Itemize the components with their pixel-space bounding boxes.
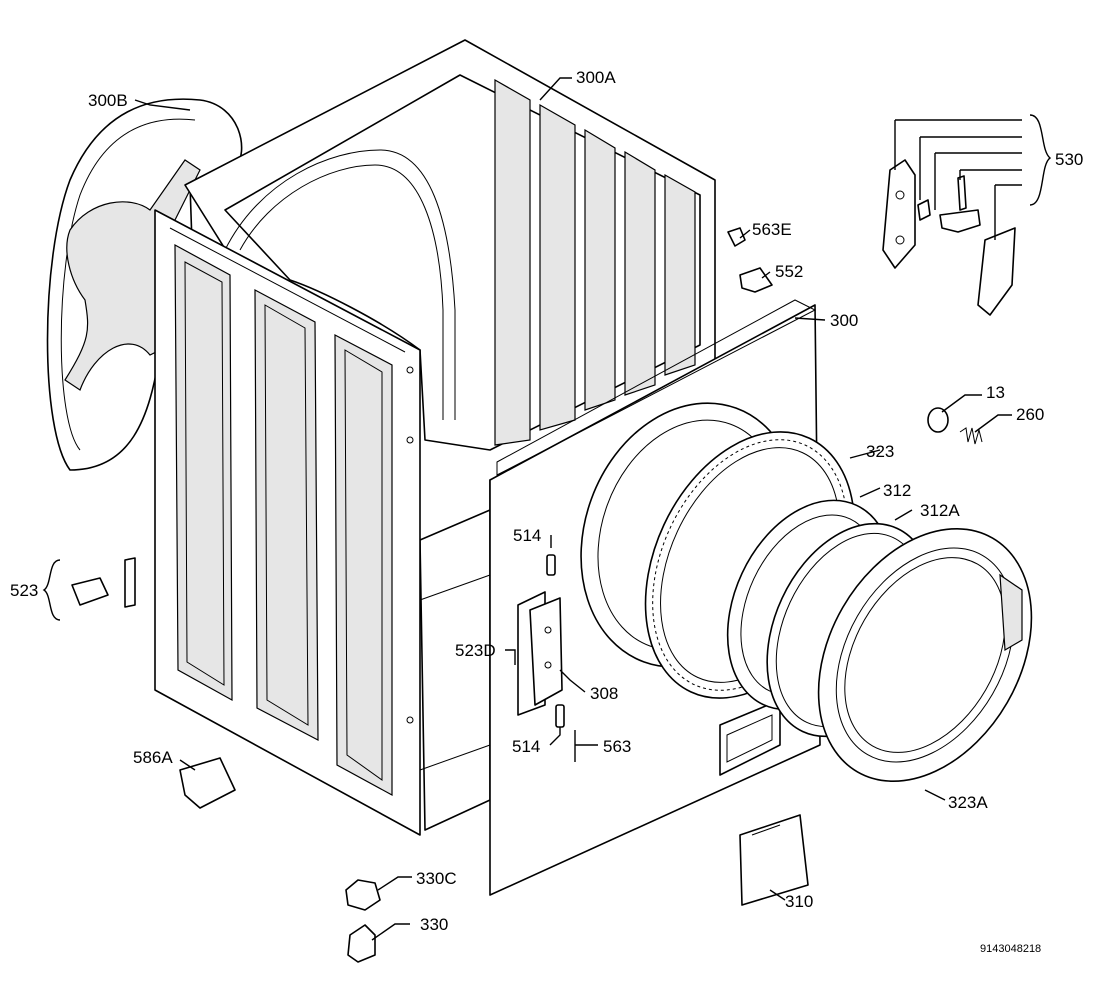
part-330C-cap bbox=[345, 879, 381, 911]
part-13-knob bbox=[927, 407, 949, 433]
label-13: 13 bbox=[986, 383, 1005, 402]
label-563E: 563E bbox=[752, 220, 792, 239]
part-586A-filter bbox=[179, 757, 236, 809]
part-514-pin-upper bbox=[546, 554, 556, 576]
label-323: 323 bbox=[866, 442, 894, 461]
part-523-lock-assembly bbox=[71, 557, 136, 608]
part-260-spring bbox=[959, 427, 983, 445]
part-323A-outer-door bbox=[817, 528, 1033, 782]
part-labels: 300B 300A 530 563E 552 300 13 260 323 31… bbox=[10, 68, 1083, 955]
label-310: 310 bbox=[785, 892, 813, 911]
diagram-code: 9143048218 bbox=[980, 943, 1041, 955]
label-514-lower: 514 bbox=[512, 737, 540, 756]
label-260: 260 bbox=[1016, 405, 1044, 424]
label-308: 308 bbox=[590, 684, 618, 703]
label-523D: 523D bbox=[455, 641, 496, 660]
label-563: 563 bbox=[603, 737, 631, 756]
label-330: 330 bbox=[420, 915, 448, 934]
part-552-switch bbox=[739, 267, 773, 293]
label-523: 523 bbox=[10, 581, 38, 600]
part-308-hinge bbox=[529, 597, 563, 706]
label-586A: 586A bbox=[133, 748, 173, 767]
part-530-door-latch-set bbox=[882, 159, 1016, 316]
part-cabinet-body bbox=[154, 39, 716, 836]
part-563E-clip bbox=[727, 227, 746, 247]
label-300B: 300B bbox=[88, 91, 128, 110]
label-300A: 300A bbox=[576, 68, 616, 87]
label-552: 552 bbox=[775, 262, 803, 281]
leader-lines bbox=[42, 77, 1052, 941]
label-530: 530 bbox=[1055, 150, 1083, 169]
label-300: 300 bbox=[830, 311, 858, 330]
label-323A: 323A bbox=[948, 793, 988, 812]
part-514-pin-lower bbox=[555, 704, 565, 728]
label-330C: 330C bbox=[416, 869, 457, 888]
part-310-service-door bbox=[739, 814, 809, 906]
label-514-upper: 514 bbox=[513, 526, 541, 545]
label-312A: 312A bbox=[920, 501, 960, 520]
part-330-valve bbox=[347, 924, 376, 963]
label-312: 312 bbox=[883, 481, 911, 500]
